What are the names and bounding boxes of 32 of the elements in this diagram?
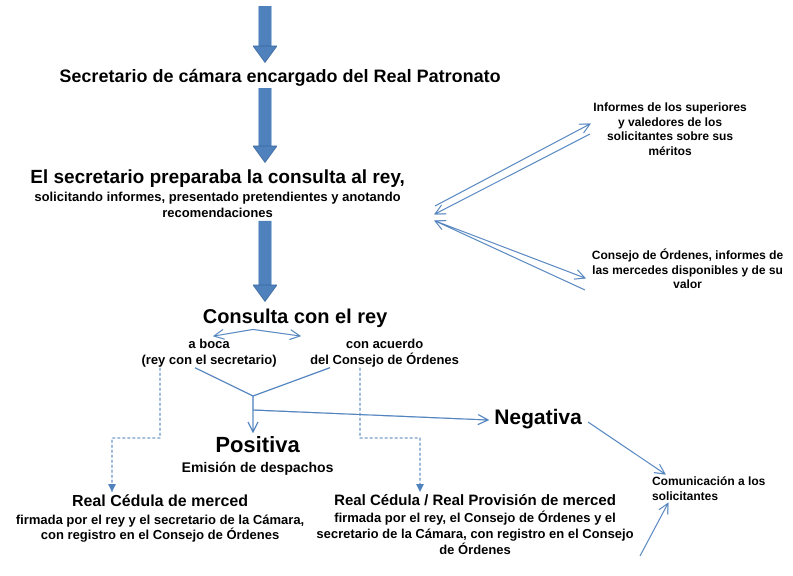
arrow (252, 328, 301, 340)
arrow (588, 422, 666, 475)
step-text: Consejo de Órdenes, informes de las mercedes disponibles y de su valor (585, 248, 790, 292)
block-arrow (252, 88, 278, 163)
step-text: Negativa (488, 405, 588, 431)
arrow (434, 123, 591, 206)
step-description: firmada por el rey, el Consejo de Órdenes y el secretario de la Cámara, con registro en el Consejo de Órdenes (315, 510, 635, 558)
block-arrow (252, 220, 278, 302)
step-heading: Real Cédula / Real Provisión de merced (333, 492, 617, 510)
step-description: Emisión de despachos (180, 458, 334, 476)
arrow (252, 367, 489, 426)
arrow (434, 134, 590, 215)
step-heading: Real Cédula de merced (70, 492, 250, 512)
step-heading: a boca (187, 336, 231, 352)
step-text: Consulta con el rey (175, 305, 415, 330)
arrow (213, 328, 254, 340)
arrow (640, 502, 669, 556)
block-arrow (252, 6, 278, 63)
step-description: solicitando informes, presentado pretendientes y anotando recomendaciones (33, 189, 402, 221)
step-heading: El secretario preparaba la consulta al rey, (29, 166, 406, 190)
step-heading: con acuerdo (344, 336, 424, 352)
step-description: firmada por el rey y el secretario de la Cámara, con registro en el Consejo de Órdenes (15, 512, 305, 544)
step-text: Comunicación a los solicitantes (652, 474, 792, 504)
arrow (434, 220, 586, 280)
arrow (359, 368, 424, 492)
step-description: del Consejo de Órdenes (309, 352, 460, 368)
step-text: Informes de los superiores y valedores de los solicitantes sobre sus méritos (590, 100, 750, 158)
step-description: (rey con el secretario) (140, 352, 278, 368)
arrow (108, 368, 161, 492)
step-heading: Positiva (214, 432, 301, 459)
arrow (434, 220, 586, 290)
step-text: Secretario de cámara encargado del Real Patronato (20, 66, 540, 88)
